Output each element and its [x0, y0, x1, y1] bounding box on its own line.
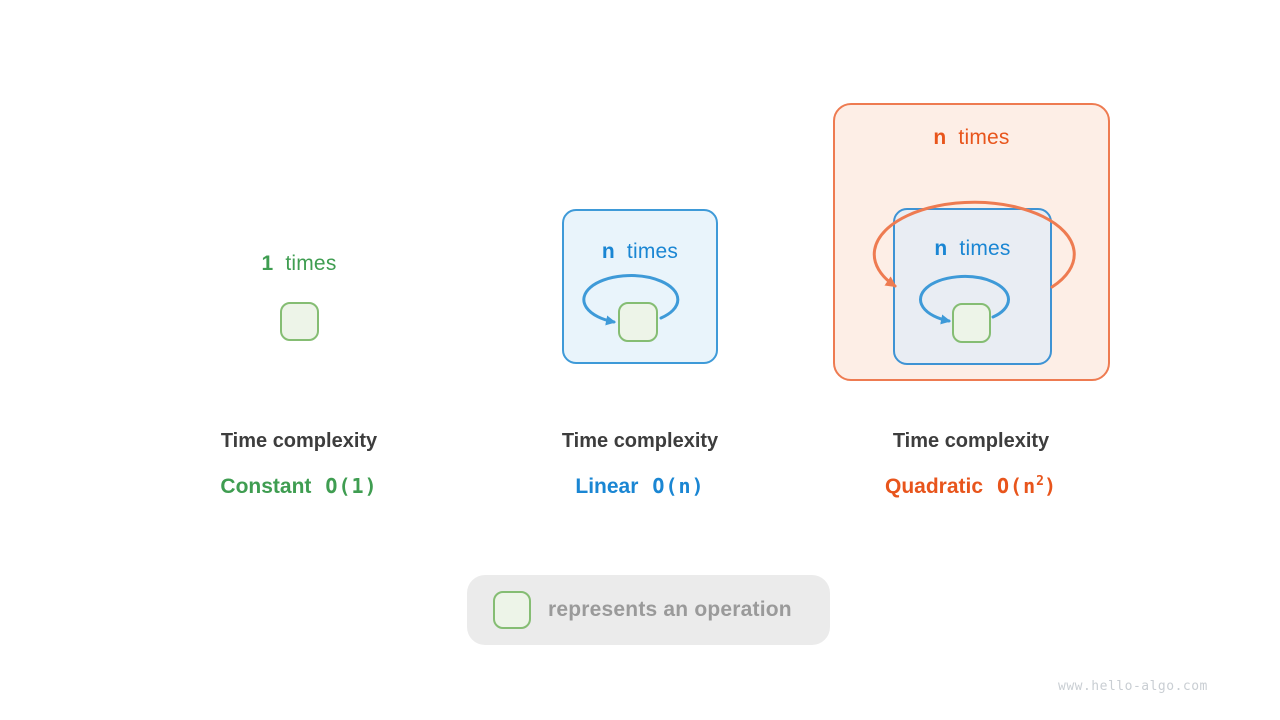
linear-count-label: n times	[562, 240, 718, 264]
constant-formula: O(1)	[325, 474, 378, 498]
legend-operation-box	[493, 591, 531, 629]
linear-formula: O(n)	[652, 474, 705, 498]
quadratic-title: Time complexity	[892, 430, 1050, 452]
quadratic-operation-box	[952, 303, 991, 343]
constant-name: Constant	[220, 475, 312, 498]
quadratic-outer-count-number: n	[933, 126, 947, 149]
quadratic-name: Quadratic	[884, 475, 984, 498]
linear-title: Time complexity	[561, 430, 719, 452]
quadratic-outer-count-times: times	[958, 126, 1010, 149]
quadratic-outer-count-label: n times	[833, 126, 1110, 150]
linear-name: Linear	[575, 475, 639, 498]
quadratic-inner-count-label: n times	[893, 237, 1052, 261]
quadratic-inner-count-number: n	[934, 237, 948, 260]
linear-count-number: n	[601, 240, 615, 263]
linear-operation-box	[618, 302, 658, 342]
constant-operation-box	[280, 302, 319, 341]
quadratic-inner-count-times: times	[959, 237, 1011, 260]
legend: represents an operation	[467, 575, 830, 645]
quadratic-formula: O(n	[997, 474, 1037, 498]
quadratic-formula-exponent: 2	[1036, 474, 1044, 489]
linear-count-times: times	[626, 240, 679, 263]
constant-complexity-label: Constant O(1)	[149, 474, 449, 499]
constant-count-number: 1	[261, 252, 274, 275]
constant-count-times: times	[285, 252, 337, 275]
constant-count-label: 1 times	[199, 252, 399, 276]
watermark: www.hello-algo.com	[1058, 679, 1208, 694]
quadratic-complexity-label: Quadratic O(n 2 )	[821, 474, 1121, 499]
legend-text: represents an operation	[548, 598, 792, 621]
quadratic-formula-close: )	[1043, 474, 1058, 498]
linear-complexity-label: Linear O(n)	[490, 474, 790, 499]
constant-title: Time complexity	[220, 430, 378, 452]
